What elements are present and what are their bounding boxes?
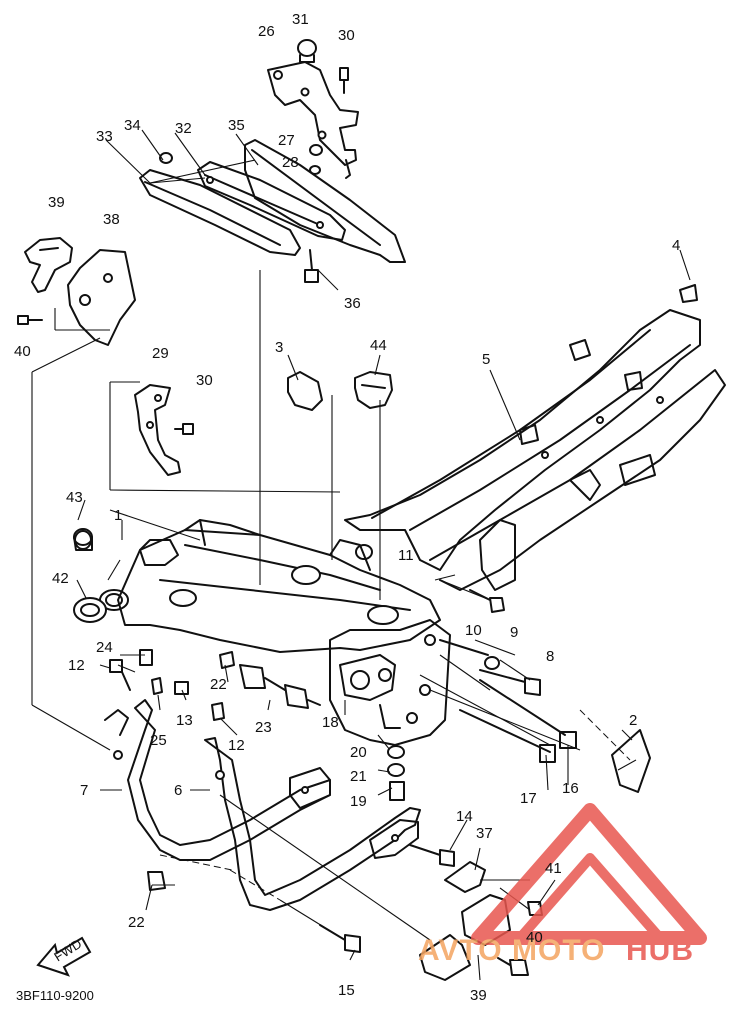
callout-16: 16 [562, 780, 579, 797]
callout-29: 29 [152, 345, 169, 362]
watermark-part3: HUB [626, 934, 694, 967]
callout-25: 25 [150, 732, 167, 749]
callout-33: 33 [96, 128, 113, 145]
part-left-bracket [17, 237, 136, 346]
diagram-code: 3BF110-9200 [16, 988, 94, 1003]
callout-37: 37 [476, 825, 493, 842]
callout-32: 32 [175, 120, 192, 137]
callout-17: 17 [520, 790, 537, 807]
callout-44: 44 [370, 337, 387, 354]
callout-19: 19 [350, 793, 367, 810]
callout-11: 11 [398, 547, 414, 564]
callout-35: 35 [228, 117, 245, 134]
part-down-tubes [104, 699, 421, 911]
part-small-fasteners [109, 649, 321, 891]
watermark-part1: AVTO [418, 934, 503, 967]
callout-12b: 12 [228, 737, 245, 754]
part-nut-11 [355, 544, 373, 560]
part-gusset-3-44 [287, 371, 393, 411]
callout-24: 24 [96, 639, 113, 656]
callout-8: 8 [546, 648, 554, 665]
callout-39b: 39 [470, 987, 487, 1004]
leader-lines [31, 129, 691, 981]
watermark-logo: AVTO MOTO HUB [418, 803, 707, 967]
callout-22a: 22 [210, 676, 227, 693]
callout-43: 43 [66, 489, 83, 506]
part-long-bolts [459, 679, 651, 793]
callout-40a: 40 [14, 343, 31, 360]
part-bolts-right [439, 589, 541, 696]
callout-22b: 22 [128, 914, 145, 931]
callout-9: 9 [510, 624, 518, 641]
part-lower-bracket [419, 861, 543, 981]
part-bracket-29 [134, 384, 194, 476]
callout-42: 42 [52, 570, 69, 587]
callout-2: 2 [629, 712, 637, 729]
callout-38: 38 [103, 211, 120, 228]
part-upper-bracket [267, 39, 359, 179]
watermark-part2: MOTO [512, 934, 605, 967]
callout-12a: 12 [68, 657, 85, 674]
callout-7: 7 [80, 782, 88, 799]
callout-18: 18 [322, 714, 339, 731]
callout-13: 13 [176, 712, 193, 729]
part-side-covers [139, 139, 406, 283]
callout-27: 27 [278, 132, 295, 149]
callout-34: 34 [124, 117, 141, 134]
callout-numbers: 1 2 3 4 5 6 7 8 9 10 11 12 12 13 14 15 1… [14, 11, 680, 1004]
callout-6: 6 [174, 782, 182, 799]
callout-21: 21 [350, 768, 367, 785]
part-spacers-19-21 [387, 745, 405, 801]
callout-28: 28 [282, 154, 299, 171]
callout-26: 26 [258, 23, 275, 40]
callout-36: 36 [344, 295, 361, 312]
callout-3: 3 [275, 339, 283, 356]
callout-23: 23 [255, 719, 272, 736]
callout-31: 31 [292, 11, 309, 28]
callout-5: 5 [482, 351, 490, 368]
part-rear-subframe [344, 284, 726, 591]
callout-30a: 30 [338, 27, 355, 44]
callout-10: 10 [465, 622, 482, 639]
callout-14: 14 [456, 808, 473, 825]
callout-4: 4 [672, 237, 680, 254]
callout-1: 1 [114, 507, 122, 524]
part-bushings-42-43 [73, 528, 107, 623]
callout-30b: 30 [196, 372, 213, 389]
callout-39a: 39 [48, 194, 65, 211]
part-lower-bolts [319, 844, 455, 953]
fwd-arrow-icon: FWD [36, 936, 92, 977]
callout-20: 20 [350, 744, 367, 761]
callout-15: 15 [338, 982, 355, 999]
part-main-frame [74, 519, 451, 746]
callout-40b: 40 [526, 929, 543, 946]
callout-41: 41 [545, 860, 562, 877]
